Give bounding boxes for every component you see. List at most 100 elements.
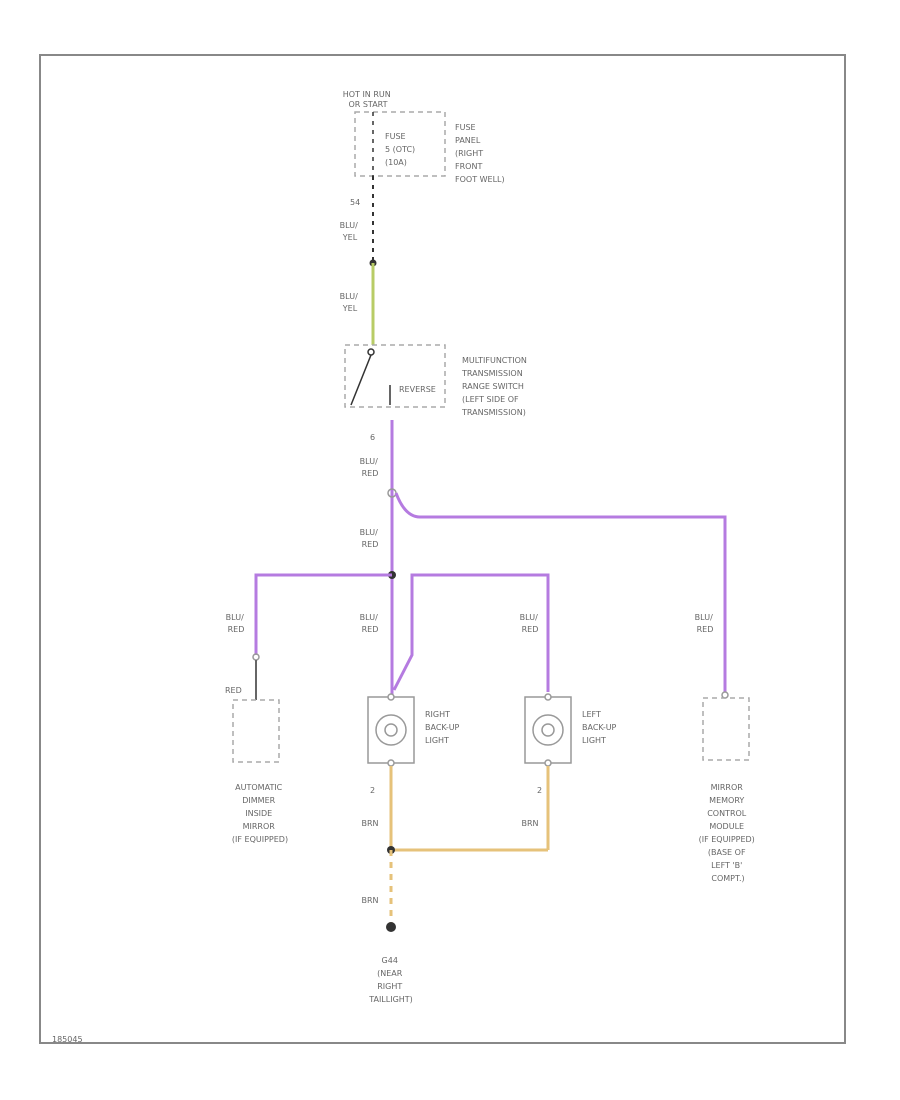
fuse-panel-line: FOOT WELL)	[455, 175, 505, 184]
wire-label-line: RED	[362, 540, 379, 549]
wire-blu-red-to-left-lamp	[392, 573, 550, 692]
mirror-line: (IF EQUIPPED)	[232, 835, 288, 844]
footer-code: 185045	[52, 1035, 83, 1044]
pin-54-label: 54	[350, 198, 360, 207]
wire-label-line: RED	[362, 469, 379, 478]
reverse-label: REVERSE	[399, 385, 436, 394]
memory-line: (BASE OF	[708, 848, 746, 857]
range-switch-line: TRANSMISSION	[461, 369, 523, 378]
right-lamp-top-terminal	[387, 693, 395, 701]
ground-line: RIGHT	[377, 982, 402, 991]
brn-label-1: BRN	[361, 819, 378, 828]
range-switch-line: (LEFT SIDE OF	[462, 395, 519, 404]
hot-label-line: OR START	[348, 100, 387, 109]
fuse-line: 5 (OTC)	[385, 145, 415, 154]
pin-6-label: 6	[370, 433, 375, 442]
fuse-panel-label: FUSE PANEL (RIGHT FRONT FOOT WELL)	[455, 123, 505, 184]
mirror-line: AUTOMATIC	[235, 783, 283, 792]
right-lamp-line: BACK-UP	[425, 723, 460, 732]
left-backup-light-box	[524, 696, 572, 764]
memory-line: CONTROL	[707, 809, 747, 818]
range-switch-label: MULTIFUNCTION TRANSMISSION RANGE SWITCH …	[461, 356, 529, 417]
range-switch-line: RANGE SWITCH	[462, 382, 524, 391]
brn-label-2: BRN	[521, 819, 538, 828]
fuse-panel-line: (RIGHT	[455, 149, 483, 158]
switch-terminal	[367, 348, 375, 356]
wire-label-line: BLU/	[360, 613, 378, 622]
right-lamp-line: RIGHT	[425, 710, 450, 719]
fuse-line: FUSE	[385, 132, 406, 141]
hot-label-line: HOT IN RUN	[343, 90, 391, 99]
wire-label-blu-red-left: BLU/ RED	[226, 613, 247, 634]
memory-module-box	[702, 697, 750, 761]
wire-label-line: BLU/	[360, 528, 378, 537]
wire-label-line: BLU/	[340, 292, 358, 301]
ground-line: G44	[382, 956, 398, 965]
memory-line: COMPT.)	[711, 874, 744, 883]
wire-label-line: RED	[522, 625, 539, 634]
left-lamp-label: LEFT BACK-UP LIGHT	[582, 710, 619, 745]
wire-label-blu-yel-1: BLU/ YEL	[340, 221, 361, 242]
right-backup-light-box	[367, 696, 415, 764]
hot-label: HOT IN RUN OR START	[343, 90, 394, 109]
wire-label-blu-red-2: BLU/ RED	[360, 528, 381, 549]
fuse-panel-line: PANEL	[455, 136, 481, 145]
memory-line: (IF EQUIPPED)	[699, 835, 755, 844]
mirror-label: AUTOMATIC DIMMER INSIDE MIRROR (IF EQUIP…	[232, 783, 288, 844]
left-lamp-bulb-icon	[532, 714, 564, 746]
right-lamp-bottom-terminal	[387, 759, 395, 767]
fuse-box	[354, 111, 446, 177]
right-lamp-label: RIGHT BACK-UP LIGHT	[425, 710, 462, 745]
memory-connector	[721, 691, 729, 699]
left-lamp-line: BACK-UP	[582, 723, 617, 732]
wire-blu-red-to-mirror	[254, 573, 392, 655]
fuse-panel-line: FUSE	[455, 123, 476, 132]
left-lamp-filament-icon	[541, 723, 555, 737]
wire-label-line: RED	[228, 625, 245, 634]
mirror-line: MIRROR	[243, 822, 276, 831]
wire-label-line: BLU/	[695, 613, 713, 622]
brn-label-3: BRN	[361, 896, 378, 905]
fuse-panel-line: FRONT	[455, 162, 482, 171]
fuse-label: FUSE 5 (OTC) (10A)	[385, 132, 418, 167]
red-label: RED	[225, 686, 242, 695]
memory-line: MIRROR	[711, 783, 744, 792]
left-lamp-line: LIGHT	[582, 736, 606, 745]
wire-label-line: BLU/	[340, 221, 358, 230]
pin-2a-label: 2	[370, 786, 375, 795]
ground-line: (NEAR	[377, 969, 403, 978]
memory-line: MODULE	[709, 822, 744, 831]
wire-label-line: BLU/	[520, 613, 538, 622]
left-lamp-line: LEFT	[582, 710, 601, 719]
ground-line: TAILLIGHT)	[368, 995, 413, 1004]
wire-label-blu-red-lbu: BLU/ RED	[520, 613, 541, 634]
range-switch-box	[344, 344, 446, 408]
wire-label-blu-red-1: BLU/ RED	[360, 457, 381, 478]
fuse-line: (10A)	[385, 158, 407, 167]
range-switch-line: MULTIFUNCTION	[462, 356, 527, 365]
memory-module-label: MIRROR MEMORY CONTROL MODULE (IF EQUIPPE…	[699, 783, 758, 883]
left-lamp-bottom-terminal	[544, 759, 552, 767]
left-lamp-top-terminal	[544, 693, 552, 701]
right-lamp-filament-icon	[384, 723, 398, 737]
wire-label-blu-red-right: BLU/ RED	[695, 613, 716, 634]
wire-label-blu-yel-2: BLU/ YEL	[340, 292, 361, 313]
mirror-box	[232, 699, 280, 763]
wire-blu-red-to-memory	[394, 492, 727, 692]
right-lamp-line: LIGHT	[425, 736, 449, 745]
wire-label-line: RED	[697, 625, 714, 634]
right-lamp-bulb-icon	[375, 714, 407, 746]
memory-line: LEFT 'B'	[711, 861, 742, 870]
wire-label-blu-red-center: BLU/ RED	[360, 613, 381, 634]
range-switch-line: TRANSMISSION)	[461, 408, 526, 417]
wire-label-line: BLU/	[226, 613, 244, 622]
wire-label-line: RED	[362, 625, 379, 634]
diagram-border	[39, 54, 846, 1044]
pin-2b-label: 2	[537, 786, 542, 795]
memory-line: MEMORY	[709, 796, 744, 805]
switch-blade	[350, 354, 372, 406]
wire-label-line: YEL	[342, 304, 358, 313]
wire-label-line: BLU/	[360, 457, 378, 466]
mirror-line: INSIDE	[245, 809, 272, 818]
